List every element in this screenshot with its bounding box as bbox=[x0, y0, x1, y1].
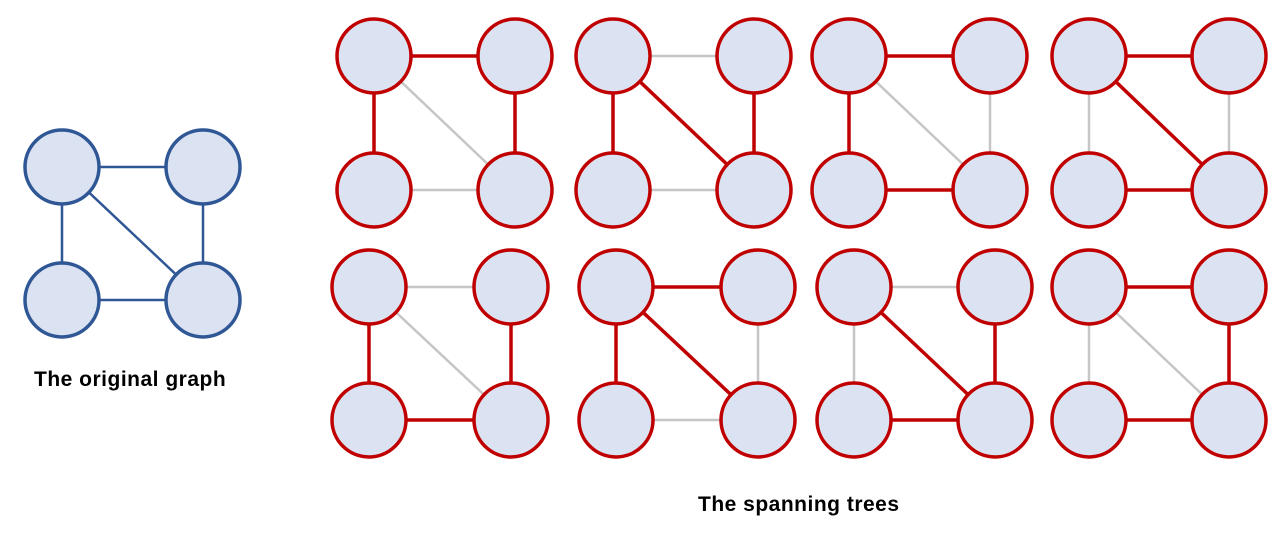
node-top-left bbox=[330, 248, 408, 326]
node-top-right bbox=[715, 17, 793, 95]
node-top-left bbox=[1050, 17, 1128, 95]
spanning-tree bbox=[810, 17, 1029, 229]
node-bottom-left bbox=[335, 151, 413, 229]
original-graph-caption: The original graph bbox=[34, 368, 227, 391]
node-top-right bbox=[472, 248, 550, 326]
node-bottom-left bbox=[1050, 151, 1128, 229]
node-top-right bbox=[951, 17, 1029, 95]
node-top-right bbox=[476, 17, 554, 95]
node-bottom-right bbox=[1190, 151, 1268, 229]
spanning-tree bbox=[335, 17, 554, 229]
spanning-tree bbox=[1050, 17, 1268, 229]
node-bottom-right bbox=[951, 151, 1029, 229]
original-graph-drawing bbox=[23, 128, 242, 339]
node-bottom-right bbox=[472, 381, 550, 459]
node-bottom-right bbox=[719, 381, 797, 459]
node-bottom-right bbox=[164, 261, 242, 339]
node-bottom-left bbox=[23, 261, 101, 339]
node-bottom-left bbox=[810, 151, 888, 229]
node-top-left bbox=[577, 248, 655, 326]
node-top-left bbox=[810, 17, 888, 95]
node-bottom-left bbox=[577, 381, 655, 459]
original-graph bbox=[23, 128, 242, 339]
node-top-left bbox=[815, 248, 893, 326]
node-top-left bbox=[335, 17, 413, 95]
node-top-left bbox=[1050, 248, 1128, 326]
node-bottom-right bbox=[1190, 381, 1268, 459]
node-top-left bbox=[574, 17, 652, 95]
node-top-right bbox=[1190, 17, 1268, 95]
node-bottom-right bbox=[476, 151, 554, 229]
node-bottom-left bbox=[574, 151, 652, 229]
spanning-trees bbox=[330, 17, 1268, 459]
spanning-tree bbox=[577, 248, 797, 459]
spanning-tree bbox=[574, 17, 793, 229]
spanning-tree bbox=[815, 248, 1034, 459]
node-top-right bbox=[719, 248, 797, 326]
spanning-trees-caption: The spanning trees bbox=[698, 493, 900, 516]
node-top-left bbox=[23, 128, 101, 206]
node-bottom-right bbox=[715, 151, 793, 229]
spanning-tree bbox=[1050, 248, 1268, 459]
node-bottom-left bbox=[330, 381, 408, 459]
node-bottom-right bbox=[956, 381, 1034, 459]
node-top-right bbox=[164, 128, 242, 206]
spanning-tree bbox=[330, 248, 550, 459]
node-top-right bbox=[1190, 248, 1268, 326]
node-bottom-left bbox=[815, 381, 893, 459]
node-bottom-left bbox=[1050, 381, 1128, 459]
node-top-right bbox=[956, 248, 1034, 326]
